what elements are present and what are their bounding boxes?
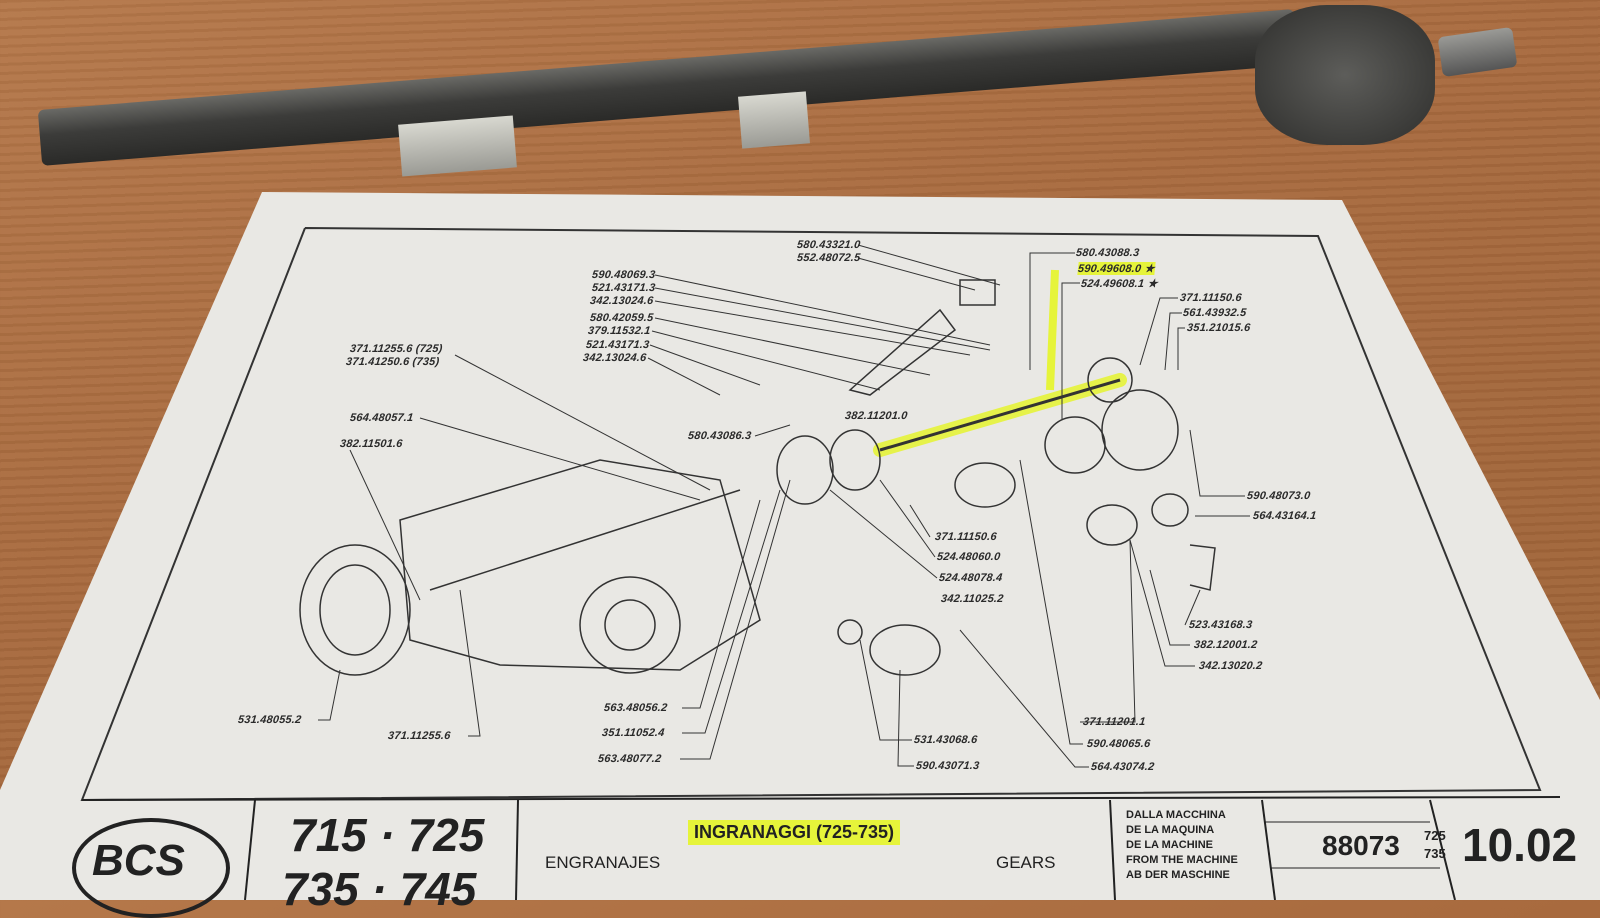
part-label: 342.13020.2 [1198,660,1264,672]
part-label: 580.42059.5 [589,312,655,324]
from-machine-fr: DE LA MACHINE [1126,839,1213,851]
part-label: 524.49608.1 ★ [1080,278,1159,290]
part-label: 531.48055.2 [237,714,303,726]
serial-model-735: 735 [1424,846,1446,861]
part-label: 524.48060.0 [936,551,1002,563]
serial-number: 88073 [1322,830,1400,861]
part-label: 382.11501.6 [339,438,404,450]
part-label: 564.43074.2 [1090,761,1156,773]
sheet-title: INGRANAGGI (725-735) [688,820,901,845]
part-label: 371.11201.1 [1082,716,1147,728]
part-label: 371.11150.6 [1179,292,1243,304]
part-label: 382.12001.2 [1193,639,1259,651]
shaft-polished-band [738,91,810,149]
part-label: 580.43321.0 [796,239,862,251]
part-label: 521.43171.3 [585,339,651,351]
models-line-1: 715 · 725 [290,809,485,861]
part-label: 342.11025.2 [940,593,1005,605]
part-label: 563.48077.2 [597,753,663,765]
part-label: 379.11532.1 [587,325,652,337]
part-label: 590.43071.3 [915,760,981,772]
part-label: 371.11255.6 (725) [349,343,444,355]
part-label: 382.11201.0 [844,410,909,422]
highlighted-part-label: 590.49608.0 ★ [1077,262,1156,275]
part-label: 590.48069.3 [591,269,657,281]
part-label: 524.48078.4 [938,572,1004,584]
part-label: 351.11052.4 [601,727,666,739]
part-label: 371.41250.6 (735) [345,356,440,368]
bcs-logo-text: BCS [92,836,185,885]
part-label: 342.13024.6 [589,295,655,307]
subtitle-en: GEARS [996,853,1056,872]
part-label: 552.48072.5 [796,252,862,264]
part-label: 564.43164.1 [1252,510,1318,522]
part-label: 580.43088.3 [1075,247,1141,259]
from-machine-de: AB DER MASCHINE [1126,869,1230,881]
from-machine-block: DALLA MACCHINA DE LA MAQUINA DE LA MACHI… [1126,808,1238,883]
from-machine-it: DALLA MACCHINA [1126,809,1226,821]
models-line-2: 735 · 745 [282,863,477,915]
part-label: 590.48073.0 [1246,490,1312,502]
part-label: 371.11150.6 [934,531,998,543]
from-machine-es: DE LA MAQUINA [1126,824,1215,836]
serial-model-725: 725 [1424,828,1446,843]
gear-photo [1255,5,1435,145]
part-label: 342.13024.6 [582,352,648,364]
part-label: 590.48065.6 [1086,738,1152,750]
part-label: 563.48056.2 [603,702,669,714]
part-label: 531.43068.6 [913,734,979,746]
part-label: 580.43086.3 [687,430,753,442]
part-label: 521.43171.3 [591,282,657,294]
part-label: 523.43168.3 [1188,619,1254,631]
from-machine-en: FROM THE MACHINE [1126,854,1238,866]
part-label: 561.43932.5 [1182,307,1248,319]
shaft-polished-band [398,115,517,177]
subtitle-es: ENGRANAJES [545,853,661,872]
page-number: 10.02 [1462,819,1578,871]
part-label: 564.48057.1 [349,412,415,424]
part-label: 371.11255.6 [387,730,452,742]
part-label: 351.21015.6 [1186,322,1252,334]
